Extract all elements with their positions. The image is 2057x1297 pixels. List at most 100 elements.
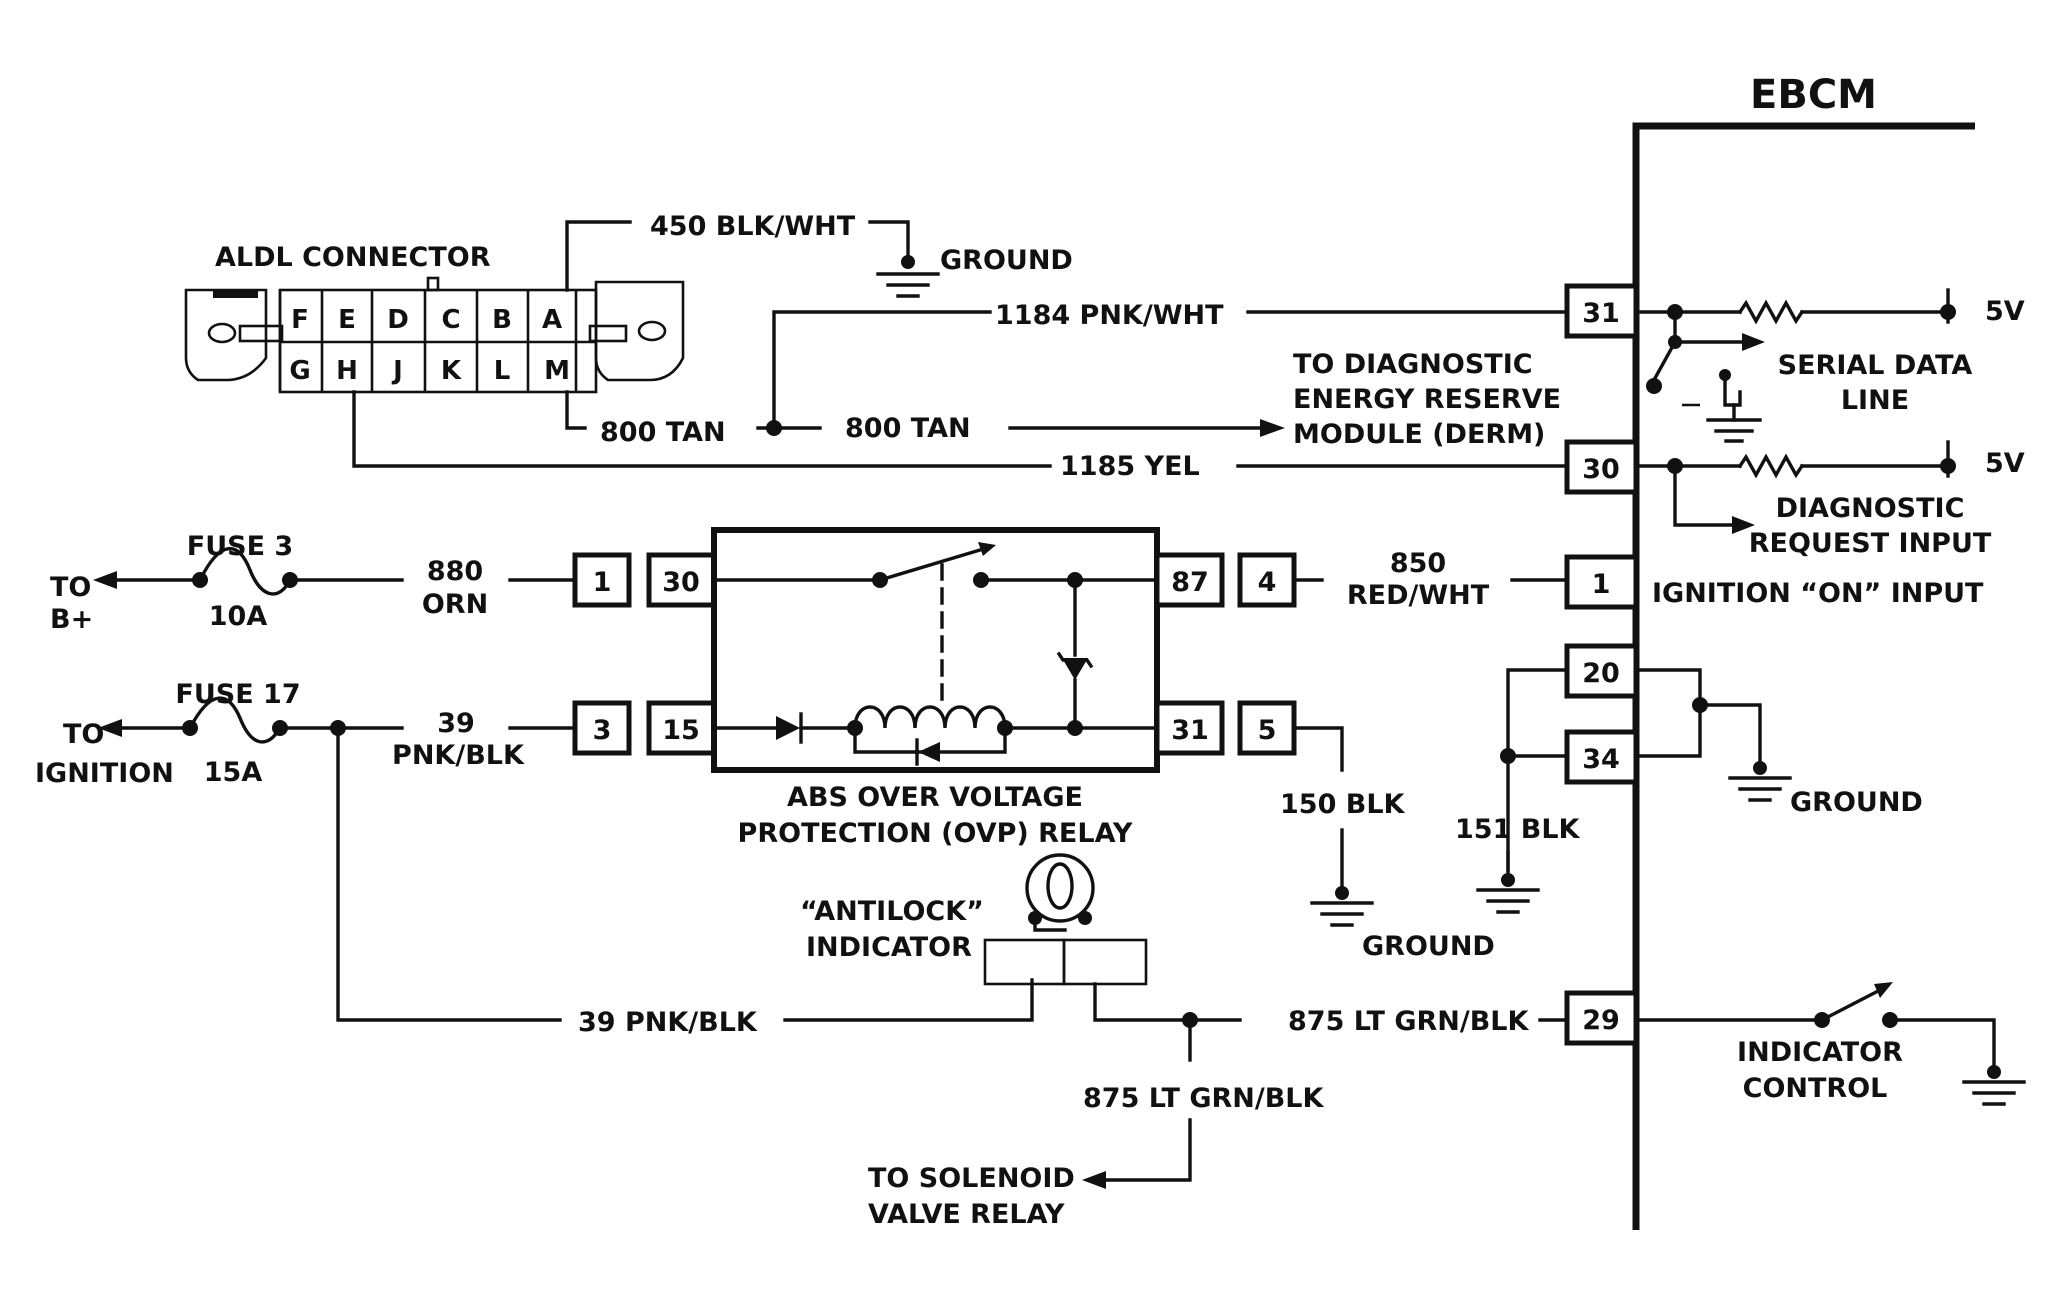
pullup-resistor-a [1737,299,1805,325]
ebcm-pin-31-box [1564,283,1639,339]
aldl-pin-K: K [441,356,462,386]
ground-label-relay: GROUND [1362,931,1495,962]
serial-data-circuit: 5V SERIAL DATA LINE [1634,288,2025,443]
ovp-relay: 30 15 87 31 ABS OVER VOLT [646,527,1225,849]
to-b-plus-2: B+ [50,604,93,635]
aldl-pin-F: F [291,305,309,335]
fuse-17-name: FUSE 17 [175,679,300,710]
indicator-filament [1046,862,1074,910]
aldl-pin-D: D [387,305,409,335]
wire-450-right [868,220,910,260]
aldl-right-latch [588,324,628,343]
aldl-left-latch [238,324,284,343]
serial-data-line-2: LINE [1841,385,1909,416]
wire-800-label-right: 800 TAN [845,413,971,444]
fuse-17-rating: 15A [204,757,263,788]
diagnostic-request-circuit: 5V DIAGNOSTIC REQUEST INPUT [1634,440,2025,559]
relay-input-diode [776,716,800,740]
indicator-bulb [1025,853,1095,923]
diag-line-1: DIAGNOSTIC [1776,493,1965,524]
relay-caption-1: ABS OVER VOLTAGE [787,782,1083,813]
aldl-left-ear [184,288,268,382]
five-v-a: 5V [1985,296,2025,327]
ground-label-ebcm: GROUND [1790,787,1923,818]
serial-switch [1651,339,1678,383]
aldl-connector: ALDL CONNECTOR F E D C B A G H J [184,242,685,394]
arrow-to-ignition [98,719,122,737]
relay-coil [853,705,1007,730]
wire-880-number: 880 [427,556,483,587]
fuse-17-circuit: TO IGNITION FUSE 17 15A 39 PNK/BLK 3 39 … [35,679,1034,1038]
wire-850-number: 850 [1390,548,1446,579]
wire-39-to-indicator [336,726,562,1022]
connector-pin-3: 3 [593,715,612,746]
antilock-indicator: “ANTILOCK” INDICATOR 875 LT GRN/BLK 875 … [800,853,1569,1230]
relay-zener-diode [1062,658,1088,680]
aldl-left-hole [207,322,237,344]
arrow-diag [1732,516,1755,534]
ebcm-pins: 31 30 1 20 34 29 [1564,283,1639,1046]
wire-1185-left [352,390,1052,468]
aldl-pin-J: J [391,356,403,386]
connector-pin-3-box [572,700,632,756]
wire-880-color: ORN [422,589,488,620]
aldl-pin-L: L [494,356,511,386]
wire-450-label: 450 BLK/WHT [650,211,856,242]
relay-pin-30: 30 [662,567,700,598]
wire-875-label-top: 875 LT GRN/BLK [1288,1006,1530,1037]
aldl-cell-grid [278,290,578,392]
fuse-3-circuit: TO B+ FUSE 3 10A 880 ORN 1 [50,531,632,635]
relay-switch-arm [877,544,993,583]
wire-150-label: 150 BLK [1280,789,1406,820]
wire-850-color: RED/WHT [1347,580,1490,611]
aldl-title: ALDL CONNECTOR [215,242,491,273]
wire-800-aldl [565,390,587,430]
aldl-key [213,289,258,298]
fuse-3-name: FUSE 3 [187,531,293,562]
wire-875-label-bottom: 875 LT GRN/BLK [1083,1083,1325,1114]
indicator-control-line-2: CONTROL [1743,1073,1888,1104]
indicator-control-switch [1819,987,1883,1023]
indicator-control-line-1: INDICATOR [1737,1037,1903,1068]
fuse-3-rating: 10A [209,601,268,632]
connector-pin-5-box [1237,700,1297,756]
arrow-to-b-plus [93,571,117,589]
wire-450-ground: 450 BLK/WHT GROUND [565,211,1073,298]
wire-800-label-left: 800 TAN [600,417,726,448]
solenoid-line-1: TO SOLENOID [868,1163,1075,1194]
ebcm-pin-29: 29 [1582,1005,1620,1036]
ebcm-pin-1: 1 [1592,569,1611,600]
connector-pin-1-box [572,552,632,608]
relay-caption-2: PROTECTION (OVP) RELAY [738,818,1133,849]
pullup-resistor-b [1737,453,1805,479]
ebcm-ground-circuit: 151 BLK GROUND [1455,668,1923,914]
indicator-control-circuit: INDICATOR CONTROL [1634,982,2026,1106]
relay-coil-diode [918,742,940,762]
derm-line-2: ENERGY RESERVE [1293,384,1561,415]
aldl-tab [426,276,440,292]
connector-pin-5: 5 [1258,715,1277,746]
relay-pin-30-box [646,552,717,608]
relay-output-wiring: 4 850 RED/WHT 5 150 BLK GROUND [1237,548,1569,962]
wire-151-label: 151 BLK [1455,814,1581,845]
wire-1184-label: 1184 PNK/WHT [995,300,1224,331]
antilock-line-1: “ANTILOCK” [800,896,984,927]
aldl-right-hole [637,320,667,342]
wire-1185-label: 1185 YEL [1060,451,1200,482]
fuse-3-symbol [197,547,293,596]
to-ignition-1: TO [63,719,104,750]
indicator-socket-left [983,938,1066,986]
ebcm-module: EBCM [1632,72,1975,1230]
five-v-b: 5V [1985,448,2025,479]
derm-line-3: MODULE (DERM) [1293,419,1545,450]
derm-line-1: TO DIAGNOSTIC [1293,349,1533,380]
serial-data-line-1: SERIAL DATA [1778,350,1973,381]
ebcm-pin-20: 20 [1582,658,1620,689]
relay-pin-31: 31 [1171,715,1209,746]
connector-pin-1: 1 [593,567,612,598]
relay-pin-15: 15 [662,715,700,746]
wire-39-number: 39 [437,708,475,739]
arrow-to-derm [1260,419,1285,437]
ebcm-outline [1632,122,1975,1230]
